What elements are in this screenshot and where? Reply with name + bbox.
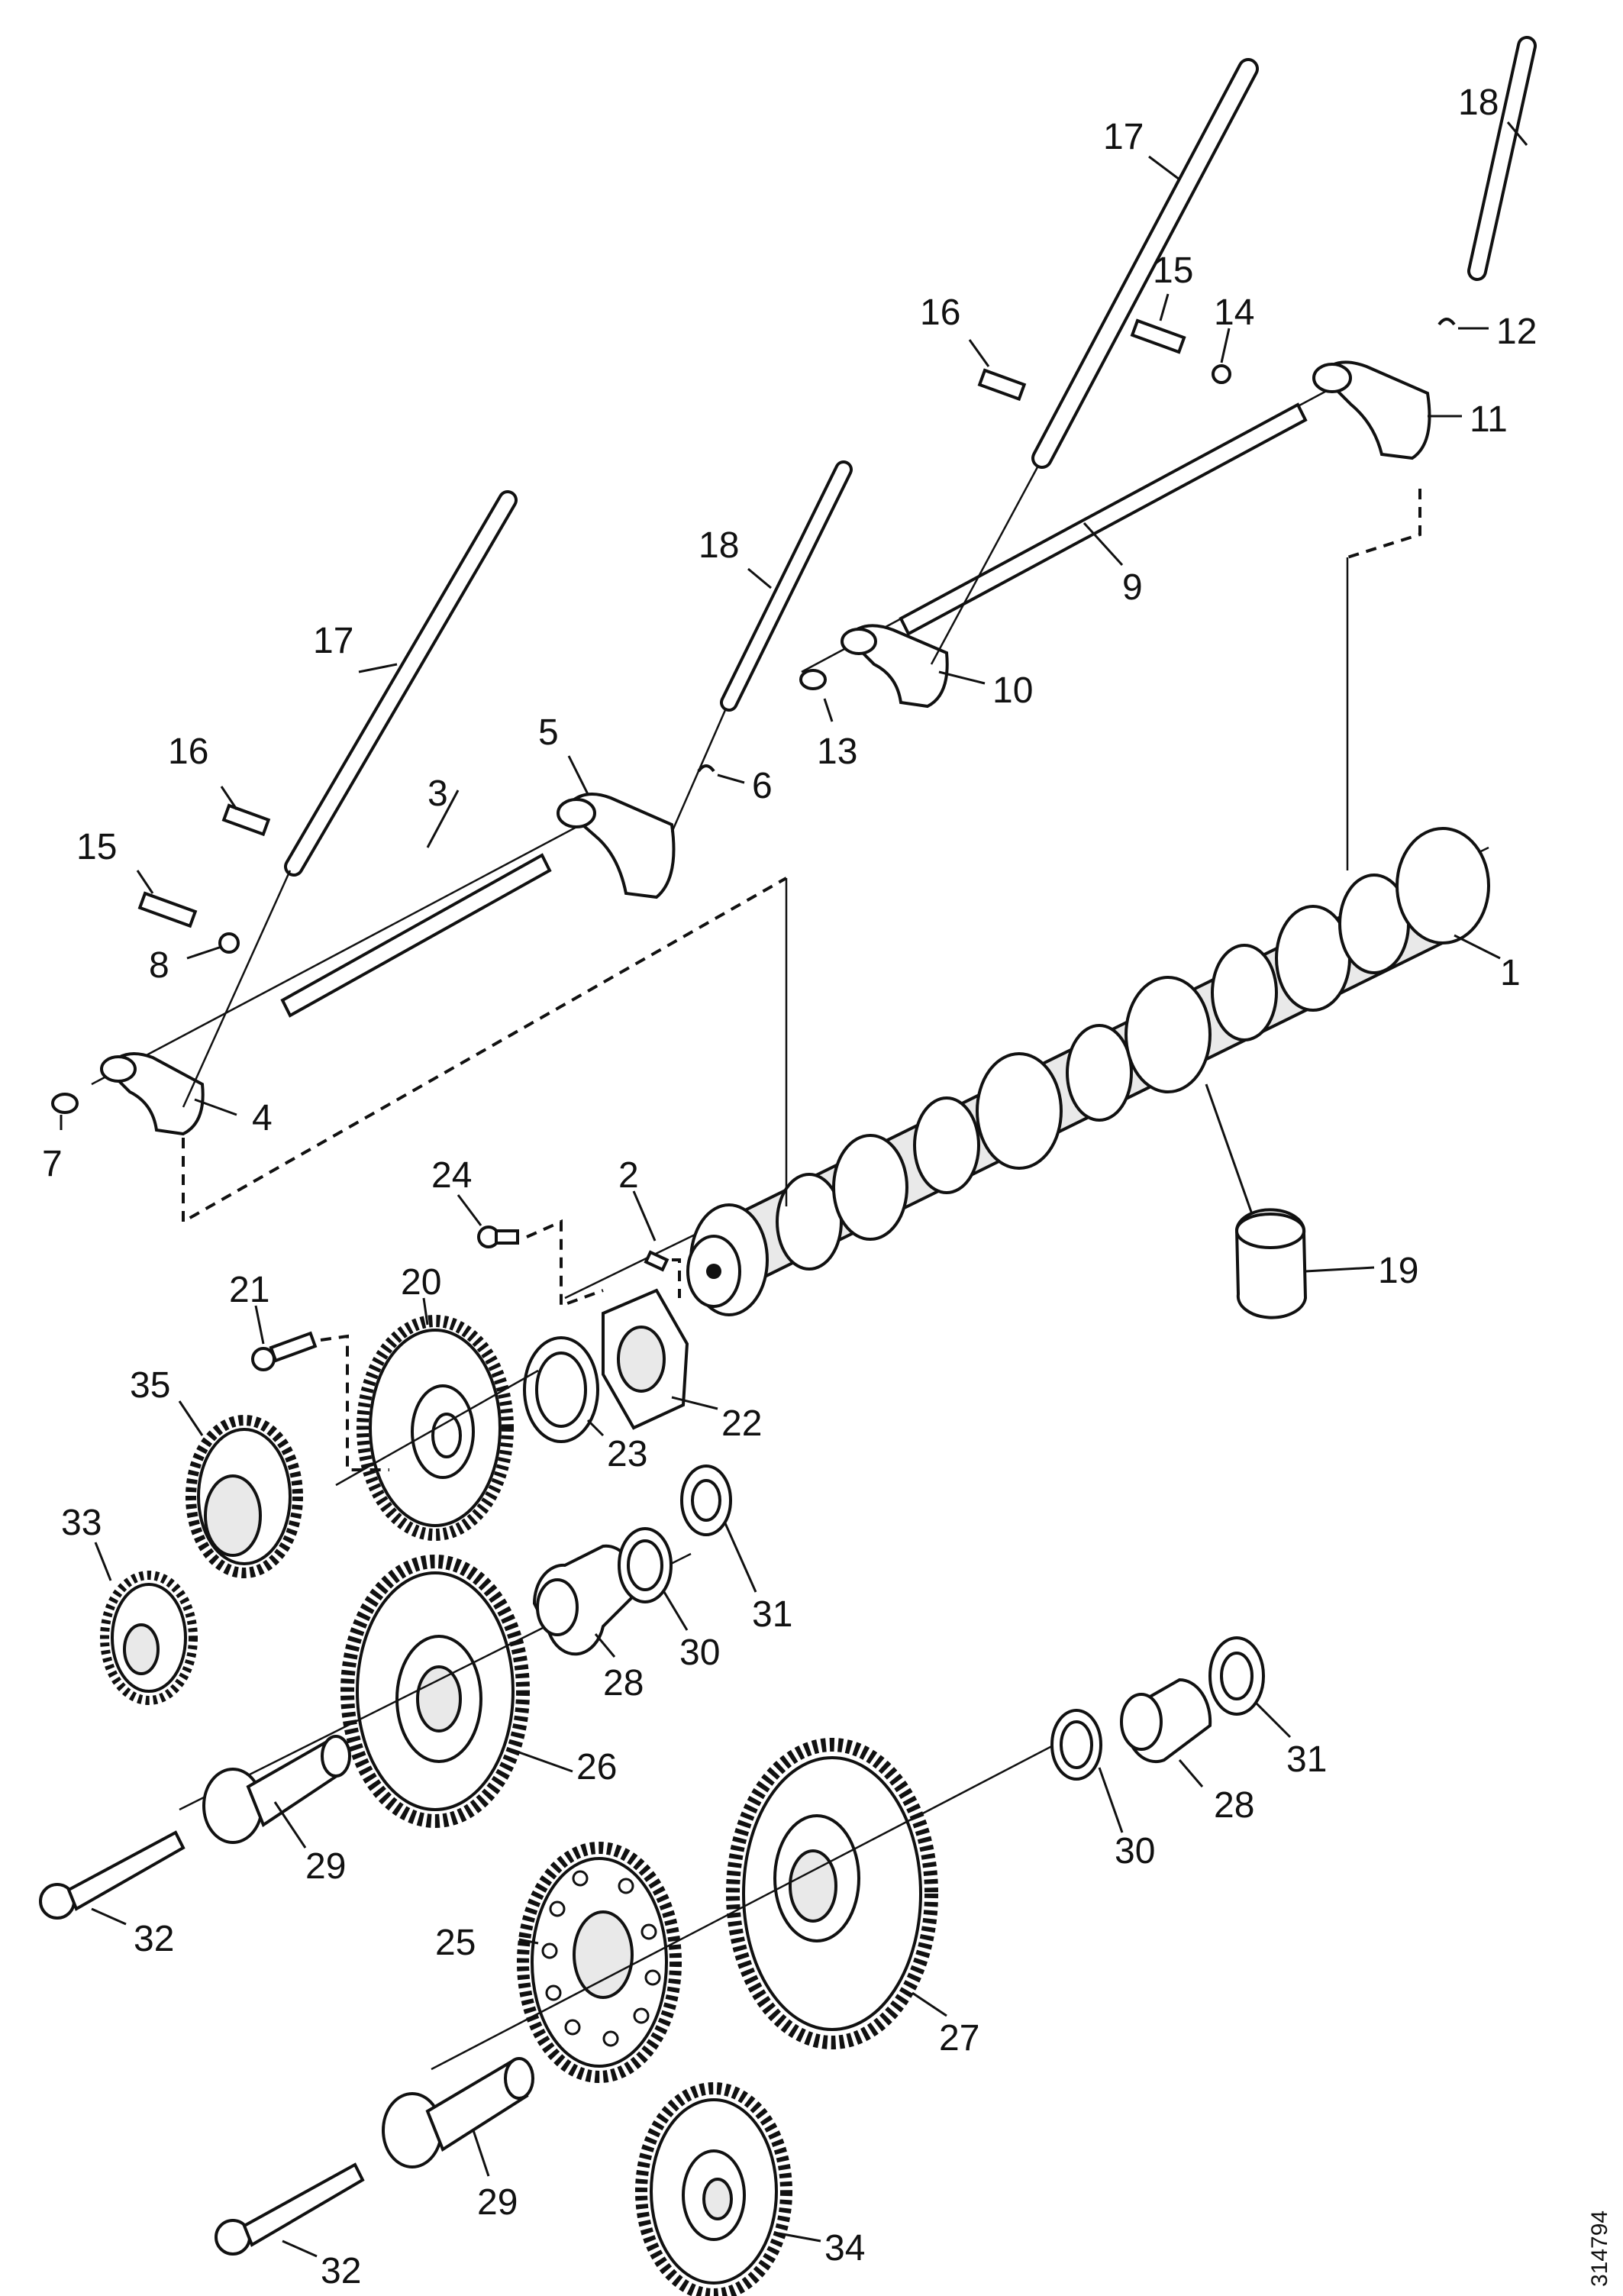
rocker-arm-11 — [1312, 360, 1462, 460]
callout-15a: 15 — [76, 827, 117, 867]
bearing-stack-lower — [1050, 1636, 1292, 1833]
callout-29b: 29 — [477, 2182, 518, 2223]
rocker-arm-4 — [100, 1052, 237, 1136]
reference-number: 314794 — [1587, 2210, 1612, 2287]
callout-32b: 32 — [321, 2251, 361, 2291]
callout-25: 25 — [435, 1923, 476, 1963]
callout-30b: 30 — [1115, 1831, 1155, 1871]
camshaft — [564, 827, 1501, 1316]
dowel-pin — [632, 1190, 681, 1298]
callout-labels: 1 2 3 4 5 6 7 8 9 10 11 12 13 14 15 15 1… — [42, 82, 1612, 2291]
bearing-stack-upper — [532, 1464, 757, 1658]
fasteners-rear — [799, 293, 1489, 722]
callout-18a: 18 — [699, 525, 739, 566]
camshaft-bushing — [1205, 1083, 1375, 1319]
gear-33 — [94, 1542, 198, 1705]
callout-23: 23 — [607, 1434, 647, 1474]
gear-35 — [178, 1400, 303, 1578]
gear-34 — [635, 2082, 821, 2296]
callout-10: 10 — [992, 670, 1033, 711]
idler-hub-29b — [382, 2057, 534, 2177]
thrust-washer — [523, 1336, 605, 1443]
callout-16a: 16 — [168, 731, 208, 772]
callout-4: 4 — [252, 1098, 273, 1138]
callout-22: 22 — [721, 1403, 762, 1444]
callout-19: 19 — [1378, 1251, 1418, 1291]
callout-35: 35 — [130, 1365, 170, 1406]
bolt-24 — [457, 1194, 604, 1308]
callout-31b: 31 — [1286, 1739, 1327, 1780]
callout-1: 1 — [1500, 953, 1521, 993]
callout-3: 3 — [428, 773, 448, 814]
callout-5: 5 — [538, 712, 559, 753]
idler-bolt-32b — [215, 2162, 365, 2258]
callout-18b: 18 — [1458, 82, 1499, 123]
pushrods-rear — [930, 36, 1537, 665]
callout-9: 9 — [1122, 567, 1143, 608]
rocker-shaft-rear — [801, 380, 1344, 673]
callout-17b: 17 — [1103, 117, 1144, 157]
idler-bolt-32a — [39, 1830, 186, 1926]
fasteners-front — [51, 764, 745, 1130]
callout-30a: 30 — [679, 1632, 720, 1673]
callout-20: 20 — [401, 1262, 441, 1303]
callout-15b: 15 — [1153, 250, 1193, 291]
rocker-arm-10 — [841, 624, 986, 709]
camshaft-lobes — [689, 827, 1490, 1316]
rocker-shaft-front — [91, 790, 596, 1086]
callout-24: 24 — [431, 1155, 472, 1196]
callout-17a: 17 — [313, 621, 353, 661]
idler-gear-25 — [517, 1842, 682, 2083]
callout-31a: 31 — [752, 1594, 792, 1635]
callout-11: 11 — [1470, 399, 1508, 440]
callout-28b: 28 — [1214, 1785, 1254, 1826]
callout-27: 27 — [939, 2018, 979, 2059]
callout-16b: 16 — [920, 292, 960, 333]
callout-2: 2 — [618, 1155, 639, 1196]
callout-21: 21 — [229, 1270, 269, 1310]
callout-34: 34 — [824, 2228, 865, 2269]
callout-14: 14 — [1214, 292, 1254, 333]
idler-gear-27 — [431, 1728, 1085, 2071]
callout-32a: 32 — [134, 1919, 174, 1959]
callout-8: 8 — [149, 945, 169, 986]
callout-26: 26 — [576, 1747, 617, 1787]
thrust-plate — [602, 1288, 718, 1430]
callout-33: 33 — [61, 1503, 102, 1543]
camshaft-nose-hole — [706, 1264, 721, 1279]
callout-29a: 29 — [305, 1846, 346, 1887]
idler-gear-26 — [179, 1552, 692, 1828]
callout-7: 7 — [42, 1144, 63, 1184]
callout-6: 6 — [752, 766, 773, 806]
rocker-arm-5 — [557, 755, 676, 899]
bolt-21 — [251, 1305, 389, 1471]
callout-12: 12 — [1496, 312, 1537, 352]
callout-28a: 28 — [603, 1663, 644, 1703]
callout-13: 13 — [817, 731, 857, 772]
pushrods-front — [182, 460, 853, 1108]
idler-hub-29a — [202, 1735, 351, 1849]
camshaft-gear — [335, 1297, 539, 1541]
